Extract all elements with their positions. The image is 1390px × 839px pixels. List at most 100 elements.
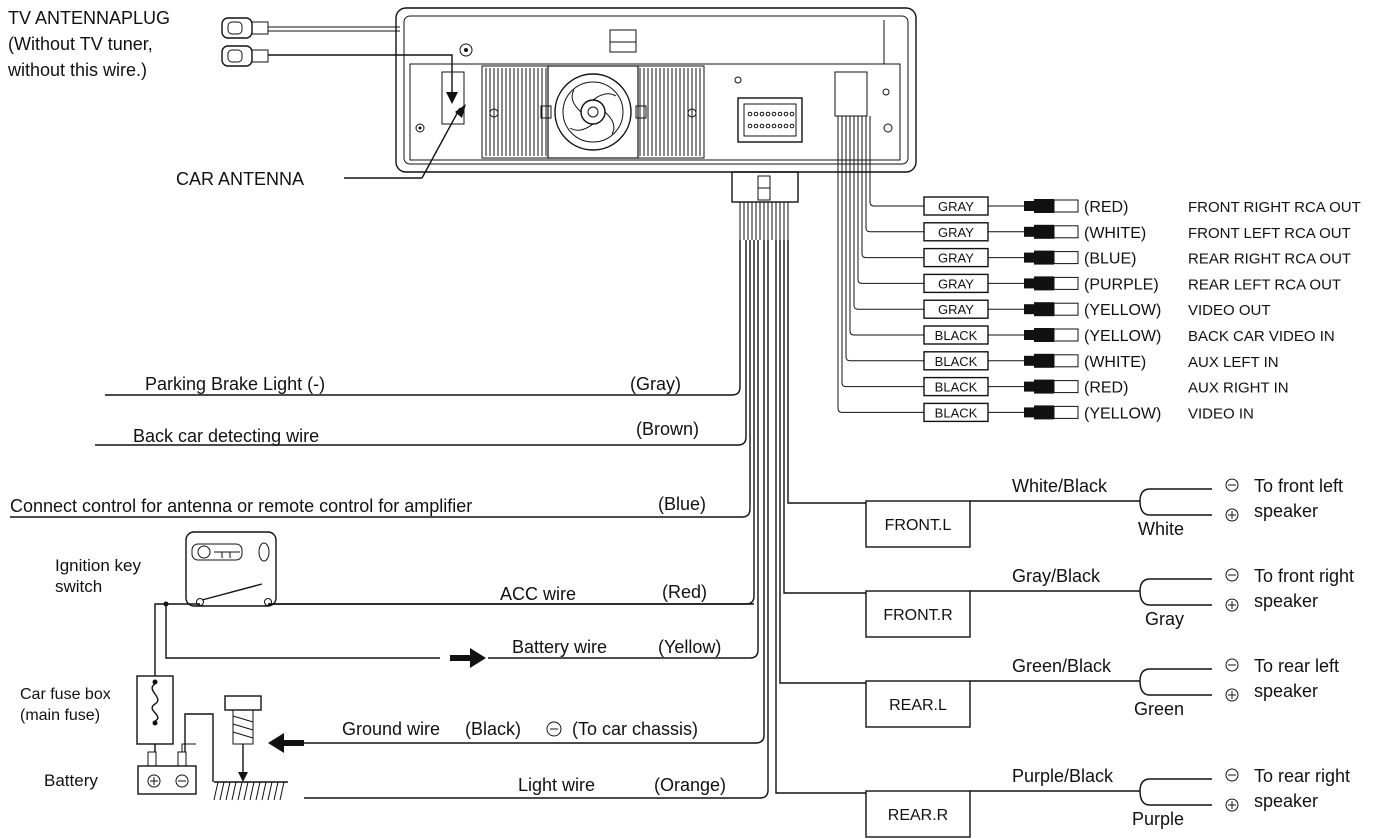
rca-plug-icon: [1024, 224, 1079, 239]
wire-note-ground: (To car chassis): [572, 719, 698, 739]
rca-row: BLACK(WHITE)AUX LEFT IN: [923, 351, 1279, 371]
speaker-target-2: speaker: [1254, 681, 1318, 701]
rca-description: VIDEO IN: [1188, 405, 1254, 422]
rca-wire-color: BLACK: [935, 405, 978, 420]
rca-signal-color: (PURPLE): [1084, 276, 1159, 293]
speaker-target-2: speaker: [1254, 791, 1318, 811]
battery-arrow-icon: [450, 648, 486, 668]
speaker-neg-wire: Purple/Black: [1012, 766, 1114, 786]
tv-antenna-note-2: without this wire.): [7, 60, 147, 80]
minus-circle-icon: [1225, 478, 1239, 492]
rca-description: BACK CAR VIDEO IN: [1188, 328, 1335, 345]
fuse-label-1: Car fuse box: [20, 686, 111, 703]
wire-color-acc: (Red): [662, 582, 707, 602]
minus-symbol-icon: [546, 721, 562, 737]
car-antenna-pointer: [344, 104, 466, 179]
speaker-target-2: speaker: [1254, 501, 1318, 521]
chassis-ground: [213, 695, 288, 801]
rca-plug-icon: [1024, 353, 1079, 368]
plus-circle-icon: [1225, 598, 1239, 612]
rca-row: BLACK(RED)AUX RIGHT IN: [923, 376, 1289, 397]
wire-label-parking-brake: Parking Brake Light (-): [145, 374, 325, 394]
rca-description: FRONT LEFT RCA OUT: [1188, 225, 1351, 242]
rca-signal-color: (YELLOW): [1084, 302, 1161, 319]
wire-color-light: (Orange): [654, 775, 726, 795]
head-unit: [395, 7, 917, 173]
wire-1: [95, 240, 747, 446]
wire-color-battery: (Yellow): [658, 637, 721, 657]
rca-signal-color: (RED): [1084, 199, 1128, 216]
rca-wire-color: BLACK: [935, 328, 978, 343]
speaker-target-2: speaker: [1254, 591, 1318, 611]
rca-row: GRAY(RED)FRONT RIGHT RCA OUT: [923, 196, 1361, 216]
rca-wire-color: BLACK: [935, 380, 978, 395]
tv-antenna-plugs: [221, 17, 458, 104]
rca-description: REAR LEFT RCA OUT: [1188, 276, 1341, 293]
speaker-pos-wire: Purple: [1132, 809, 1184, 829]
rca-description: VIDEO OUT: [1188, 302, 1271, 319]
minus-circle-icon: [1225, 568, 1239, 582]
rca-plug-icon: [1024, 250, 1079, 265]
rca-row: BLACK (YELLOW) BACK CAR VIDEO IN: [923, 325, 1335, 345]
rca-row: BLACK (YELLOW) VIDEO IN: [923, 402, 1254, 422]
left-connections: [154, 601, 754, 782]
speaker-target: To front left: [1254, 476, 1343, 496]
heatsink: [481, 65, 705, 159]
rca-wire-color: GRAY: [938, 225, 974, 240]
tv-antenna-label: TV ANTENNAPLUG: [8, 8, 170, 28]
wire-4: [488, 240, 759, 659]
rca-signal-color: (RED): [1084, 380, 1128, 397]
speaker-box-label: REAR.L: [889, 697, 947, 714]
battery: [137, 751, 197, 795]
rca-signal-color: (WHITE): [1084, 225, 1146, 242]
ignition-label-1: Ignition key: [55, 556, 141, 575]
wire-label-light: Light wire: [518, 775, 595, 795]
car-antenna-label: CAR ANTENNA: [176, 169, 304, 189]
plus-circle-icon: [1225, 508, 1239, 522]
rca-wire-color: GRAY: [938, 302, 974, 317]
rca-signal-color: (YELLOW): [1084, 328, 1161, 345]
rca-row: GRAY (YELLOW) VIDEO OUT: [923, 299, 1271, 319]
fan: [540, 65, 647, 159]
rca-signal-color: (BLUE): [1084, 251, 1136, 268]
iso-connector-socket: [737, 97, 803, 143]
speaker-target: To front right: [1254, 566, 1354, 586]
harness-plug: [731, 171, 799, 203]
rca-plug-icon: [1024, 405, 1079, 420]
speaker-box-label: FRONT.L: [885, 517, 952, 534]
speaker-target: To rear right: [1254, 766, 1350, 786]
wire-color-back-car: (Brown): [636, 419, 699, 439]
wire-color-parking-brake: (Gray): [630, 374, 681, 394]
minus-circle-icon: [1225, 768, 1239, 782]
speaker-pos-wire: Green: [1134, 699, 1184, 719]
plus-circle-icon: [1225, 798, 1239, 812]
speaker-box-label: FRONT.R: [883, 607, 952, 624]
wire-color-ground: (Black): [465, 719, 521, 739]
ignition-switch: [185, 531, 277, 607]
speaker-neg-wire: Green/Black: [1012, 656, 1112, 676]
speaker-neg-wire: White/Black: [1012, 476, 1108, 496]
rca-row: GRAY(PURPLE)REAR LEFT RCA OUT: [923, 273, 1341, 293]
wire-2: [10, 240, 751, 518]
wire-label-battery: Battery wire: [512, 637, 607, 657]
rca-wire-color: GRAY: [938, 199, 974, 214]
rca-description: REAR RIGHT RCA OUT: [1188, 251, 1351, 268]
tv-antenna-note-1: (Without TV tuner,: [8, 34, 153, 54]
rca-plug-icon: [1024, 302, 1079, 317]
fuse-label-2: (main fuse): [20, 707, 100, 724]
speaker-target: To rear left: [1254, 656, 1339, 676]
rca-description: AUX LEFT IN: [1188, 354, 1279, 371]
speaker-pos-wire: Gray: [1145, 609, 1184, 629]
rca-signal-color: (WHITE): [1084, 354, 1146, 371]
rca-signal-color: (YELLOW): [1084, 405, 1161, 422]
plus-circle-icon: [1225, 688, 1239, 702]
wire-label-back-car: Back car detecting wire: [133, 426, 319, 446]
wire-0: [105, 240, 741, 396]
rca-plug-icon: [1024, 199, 1079, 213]
ground-arrow-icon: [268, 733, 304, 753]
wire-6: [304, 240, 769, 799]
